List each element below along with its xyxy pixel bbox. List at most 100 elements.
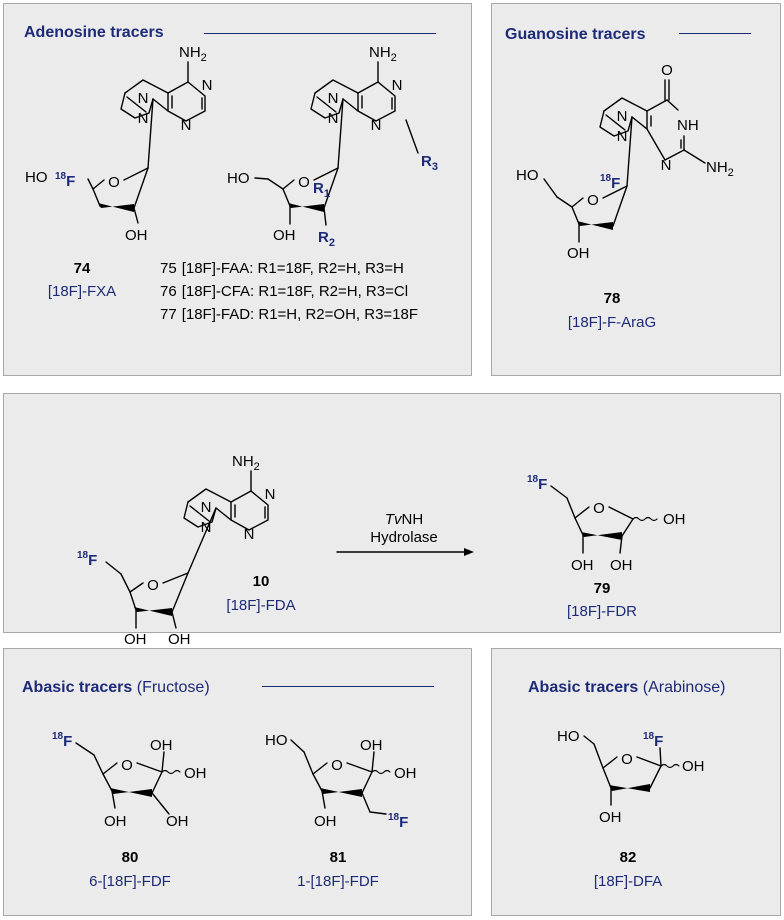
guanosine-panel-title: Guanosine tracers (505, 26, 646, 43)
c80-ring-oxygen: O (121, 757, 133, 774)
c75-nh2-label: NH2 (369, 44, 397, 64)
c82-oh-label-2: OH (599, 809, 622, 826)
abasic-fructose-title-rule (262, 686, 434, 687)
c79-name: [18F]-FDR (567, 603, 637, 620)
c82-name: [18F]-DFA (594, 873, 662, 890)
c78-number: 78 (604, 290, 621, 307)
c82-f18-label: 18F (643, 731, 663, 750)
panel-guanosine-tracers (491, 3, 781, 376)
panel-abasic-arabinose (491, 648, 781, 916)
c80-f18-label: 18F (52, 731, 72, 750)
c78-ho-label: HO (516, 167, 539, 184)
guanosine-title-rule (679, 33, 751, 34)
reaction-arrow (336, 548, 474, 556)
c82-number: 82 (620, 849, 637, 866)
c78-name: [18F]-F-AraG (568, 314, 656, 331)
c75-ho-label: HO (227, 170, 250, 187)
c80-oh-label: OH (150, 737, 173, 754)
c10-n-atom: N (201, 499, 212, 516)
c82-ring-oxygen: O (621, 751, 633, 768)
adenosine-title-rule (204, 33, 436, 34)
c75-n-atom-3: N (392, 77, 403, 94)
c80-oh-label-2: OH (184, 765, 207, 782)
c79-oh-label-2: OH (571, 557, 594, 574)
c78-nh-label: NH (677, 117, 699, 134)
c75-n-atom: N (328, 90, 339, 107)
adenosine-panel-title: Adenosine tracers (24, 24, 164, 41)
c80-oh-label-4: OH (166, 813, 189, 830)
c76-caption: 76[18F]-CFA: R1=18F, R2=H, R3=Cl (160, 283, 408, 300)
c77-caption: 77[18F]-FAD: R1=H, R2=OH, R3=18F (160, 306, 418, 323)
c75-ring-oxygen: O (298, 174, 310, 191)
c74-name: [18F]-FXA (48, 283, 116, 300)
c10-oh-label-2: OH (168, 631, 191, 648)
c10-name: [18F]-FDA (226, 597, 295, 614)
c81-ring-oxygen: O (331, 757, 343, 774)
compound-79-structure (550, 485, 658, 554)
c74-n-atom: N (138, 90, 149, 107)
c10-nh2-label: NH2 (232, 453, 260, 473)
c10-oh-label: OH (124, 631, 147, 648)
compound-81-structure (290, 739, 391, 815)
compound-75-77-structure (254, 61, 419, 226)
compound-80-structure (75, 742, 181, 815)
c78-nh2-label: NH2 (706, 159, 734, 179)
c80-name: 6-[18F]-FDF (89, 873, 171, 890)
c78-f18-label: 18F (600, 173, 620, 192)
panel-adenosine-tracers (3, 3, 472, 376)
c78-ring-oxygen: O (587, 192, 599, 209)
compound-74-structure (87, 61, 206, 224)
c81-number: 81 (330, 849, 347, 866)
c74-number: 74 (74, 260, 91, 277)
c81-f18-label: 18F (388, 812, 408, 831)
c75-r2-label: R2 (318, 229, 335, 249)
compound-78-structure (543, 79, 706, 243)
c75-n-atom-2: N (328, 110, 339, 127)
c79-oh-label-3: OH (610, 557, 633, 574)
c78-o-atom: O (661, 62, 673, 79)
c75-r3-label: R3 (421, 153, 438, 173)
c78-oh-label: OH (567, 245, 590, 262)
compound-82-structure (583, 735, 680, 806)
c75-oh-label: OH (273, 227, 296, 244)
c78-n-atom-2: N (617, 128, 628, 145)
panel-reaction (3, 393, 781, 633)
c81-oh-label-3: OH (314, 813, 337, 830)
c82-oh-label: OH (682, 758, 705, 775)
c78-n-atom: N (617, 108, 628, 125)
c75-n-atom-4: N (371, 117, 382, 134)
c79-number: 79 (594, 580, 611, 597)
c10-n-atom-4: N (244, 526, 255, 543)
abasic-arabinose-panel-title: Abasic tracers (Arabinose) (528, 679, 726, 696)
c81-name: 1-[18F]-FDF (297, 873, 379, 890)
c79-oh-label: OH (663, 511, 686, 528)
c74-nh2-label: NH2 (179, 44, 207, 64)
c74-n-atom-4: N (181, 117, 192, 134)
c75-caption: 75[18F]-FAA: R1=18F, R2=H, R3=H (160, 260, 404, 277)
c81-oh-label: OH (360, 737, 383, 754)
c74-f18-label: 18F (55, 171, 75, 190)
c74-ring-oxygen: O (108, 174, 120, 191)
c78-n-atom-3: N (661, 157, 672, 174)
c81-oh-label-2: OH (394, 765, 417, 782)
enzyme-label: TvNH (385, 511, 423, 528)
c75-r1-label: R1 (313, 180, 330, 200)
panel-abasic-fructose (3, 648, 472, 916)
c74-ho-label: HO (25, 169, 48, 186)
c10-n-atom-2: N (201, 519, 212, 536)
abasic-fructose-panel-title: Abasic tracers (Fructose) (22, 679, 210, 696)
c79-f18-label: 18F (527, 474, 547, 493)
c10-f18-label: 18F (77, 550, 97, 569)
c74-oh-label: OH (125, 227, 148, 244)
c74-n-atom-3: N (202, 77, 213, 94)
c80-number: 80 (122, 849, 139, 866)
c10-ring-oxygen: O (147, 577, 159, 594)
c74-n-atom-2: N (138, 110, 149, 127)
c82-ho-label: HO (557, 728, 580, 745)
compound-10-structure (105, 470, 269, 629)
c81-ho-label: HO (265, 732, 288, 749)
c10-n-atom-3: N (265, 486, 276, 503)
c10-number: 10 (253, 573, 270, 590)
c79-ring-oxygen: O (593, 500, 605, 517)
